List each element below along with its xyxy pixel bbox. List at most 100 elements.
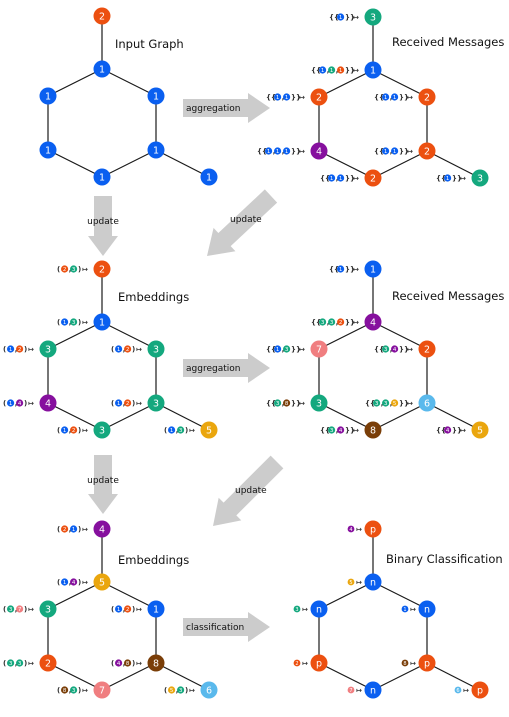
arrow-shape: [88, 196, 118, 256]
message-tag: {{1,1}}↦: [374, 147, 413, 156]
mini-node-label: 1: [276, 95, 280, 101]
mini-node-1: [274, 93, 282, 101]
node-label: 3: [370, 13, 376, 24]
paren-open: (: [57, 687, 60, 695]
mini-node-8: [61, 686, 69, 694]
mini-node-label: 4: [339, 428, 343, 434]
node-label: 5: [99, 578, 105, 589]
mini-node-label: 2: [126, 607, 130, 613]
paren-close: ): [132, 660, 135, 668]
node-label: 2: [316, 93, 322, 104]
brace-close: }}: [291, 346, 301, 354]
graph-node: 1: [39, 141, 57, 159]
maps-to: ↦: [82, 687, 88, 695]
mini-node-8: [124, 659, 132, 667]
graph-edge: [47, 68, 103, 97]
node-circle: [364, 520, 382, 538]
panel-title: Input Graph: [115, 37, 184, 51]
maps-to: ↦: [353, 266, 359, 274]
node-label: 1: [45, 92, 51, 103]
mini-node-label: 7: [18, 607, 22, 613]
graph-node: 3: [147, 394, 165, 412]
node-label: 3: [153, 345, 159, 356]
paren-open: (: [57, 427, 60, 435]
maps-to: ↦: [82, 266, 88, 274]
node-label: 5: [206, 426, 212, 437]
mini-node-5: [391, 399, 399, 407]
mini-node-label: 6: [456, 688, 459, 694]
node-circle: [93, 168, 111, 186]
node-label: 1: [153, 605, 159, 616]
mini-node-label: 2: [63, 527, 67, 533]
node-label: 2: [45, 659, 51, 670]
message-tag: {{3,4}}↦: [374, 345, 413, 354]
mini-node-1: [115, 399, 123, 407]
mini-node-label: 1: [117, 347, 121, 353]
mini-node-label: 3: [375, 401, 379, 407]
brace-close: }}: [452, 175, 462, 183]
node-circle: [200, 421, 218, 439]
node-circle: [364, 313, 382, 331]
paren-close: ): [132, 346, 135, 354]
mini-node-3: [293, 605, 301, 613]
graph-edge: [101, 662, 157, 691]
class-tag: 3↦: [293, 605, 308, 614]
node-circle: [39, 141, 57, 159]
node-circle: [418, 88, 436, 106]
maps-to: ↦: [356, 526, 362, 534]
brace-open: {{: [266, 400, 276, 408]
node-label: p: [424, 659, 430, 670]
graph-edge: [101, 149, 157, 178]
arrow-classification: classification: [183, 612, 270, 642]
graph-edge: [155, 662, 210, 691]
mini-node-label: 1: [339, 15, 343, 21]
node-label: 6: [424, 399, 430, 410]
arrow-shape: [88, 455, 118, 514]
node-label: 2: [99, 265, 105, 276]
node-label: n: [370, 578, 376, 589]
node-label: 3: [316, 399, 322, 410]
maps-to: ↦: [136, 606, 142, 614]
maps-to: ↦: [28, 400, 34, 408]
paren-close: ): [24, 400, 27, 408]
graph-node: p: [364, 520, 382, 538]
node-circle: [364, 681, 382, 699]
mini-node-label: 1: [384, 149, 388, 155]
node-label: 2: [99, 12, 105, 23]
mini-node-1: [319, 66, 327, 74]
maps-to: ↦: [460, 427, 466, 435]
graph-edge: [426, 150, 481, 179]
brace-close: }}: [291, 400, 301, 408]
mini-node-1: [337, 265, 345, 273]
brace-open: {{: [436, 175, 446, 183]
mini-node-label: 1: [339, 267, 343, 273]
graph-edge: [318, 150, 374, 179]
mini-node-label: 5: [349, 580, 352, 586]
arrow-label: update: [230, 215, 262, 225]
class-tag: 1↦: [401, 606, 416, 614]
mini-node-label: 1: [330, 176, 334, 182]
maps-to: ↦: [299, 400, 305, 408]
node-circle: [93, 520, 111, 538]
mini-node-3: [70, 318, 78, 326]
mini-node-label: 3: [9, 607, 13, 613]
mini-node-label: 3: [276, 401, 280, 407]
arrow-label: aggregation: [186, 104, 240, 114]
mini-node-label: 1: [9, 401, 13, 407]
node-circle: [39, 340, 57, 358]
message-tag: (1,2)↦: [111, 605, 142, 614]
mini-node-label: 3: [321, 320, 325, 326]
arrow-shape: [183, 353, 270, 383]
maps-to: ↦: [353, 319, 359, 327]
mini-node-3: [382, 399, 390, 407]
mini-node-label: 1: [63, 320, 67, 326]
mini-node-label: 3: [179, 688, 183, 694]
brace-close: }}: [345, 427, 355, 435]
mini-node-label: 3: [18, 661, 22, 667]
paren-open: (: [3, 346, 6, 354]
paren-open: (: [111, 606, 114, 614]
mini-node-label: 8: [285, 401, 289, 407]
mini-node-label: 4: [72, 580, 76, 586]
panel-embeddings-2: Embeddings(1,4)↦5(1,2)↦1(4,8)↦8(8,3)↦7(3…: [3, 520, 218, 699]
mini-node-label: 1: [285, 149, 289, 155]
